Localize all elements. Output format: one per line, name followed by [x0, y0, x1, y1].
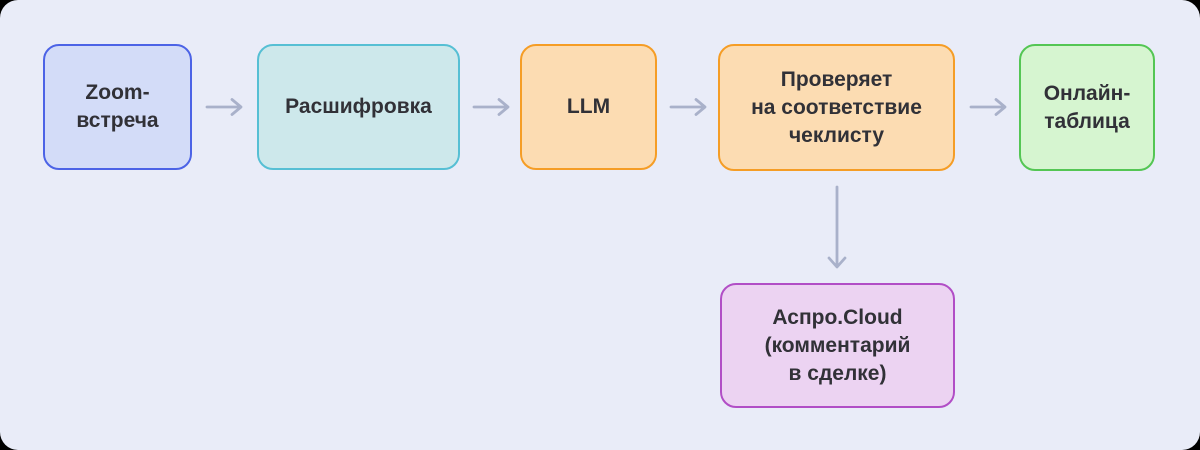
node-label-line: Аспро.Cloud: [772, 305, 903, 329]
node-label-line: LLM: [566, 95, 611, 118]
node-aspro-cloud: Аспро.Cloud (комментарий в сделке): [720, 283, 955, 408]
arrow-down-icon: [827, 185, 847, 269]
node-online-table: Онлайн- таблица: [1019, 44, 1155, 171]
arrow-right-icon-4: [969, 98, 1007, 116]
node-label-line: Онлайн-: [1043, 81, 1131, 105]
node-label-line: Проверяет: [780, 67, 893, 91]
node-label-line: в сделке): [788, 361, 887, 385]
node-label-line: Расшифровка: [285, 95, 432, 118]
arrow-right-icon-2: [472, 98, 510, 116]
node-label-line: встреча: [76, 109, 159, 132]
node-llm: LLM: [520, 44, 657, 170]
node-label-line: Zoom-: [85, 81, 150, 104]
arrow-right-icon-3: [669, 98, 707, 116]
node-label-line: на соответствие: [751, 95, 922, 119]
node-label-line: (комментарий: [764, 333, 911, 357]
node-label-line: таблица: [1044, 109, 1130, 133]
node-checklist-check: Проверяет на соответствие чеклисту: [718, 44, 955, 171]
node-label-line: чеклисту: [788, 123, 885, 147]
node-transcription: Расшифровка: [257, 44, 460, 170]
arrow-right-icon-1: [205, 98, 243, 116]
node-zoom-meeting: Zoom- встреча: [43, 44, 192, 170]
